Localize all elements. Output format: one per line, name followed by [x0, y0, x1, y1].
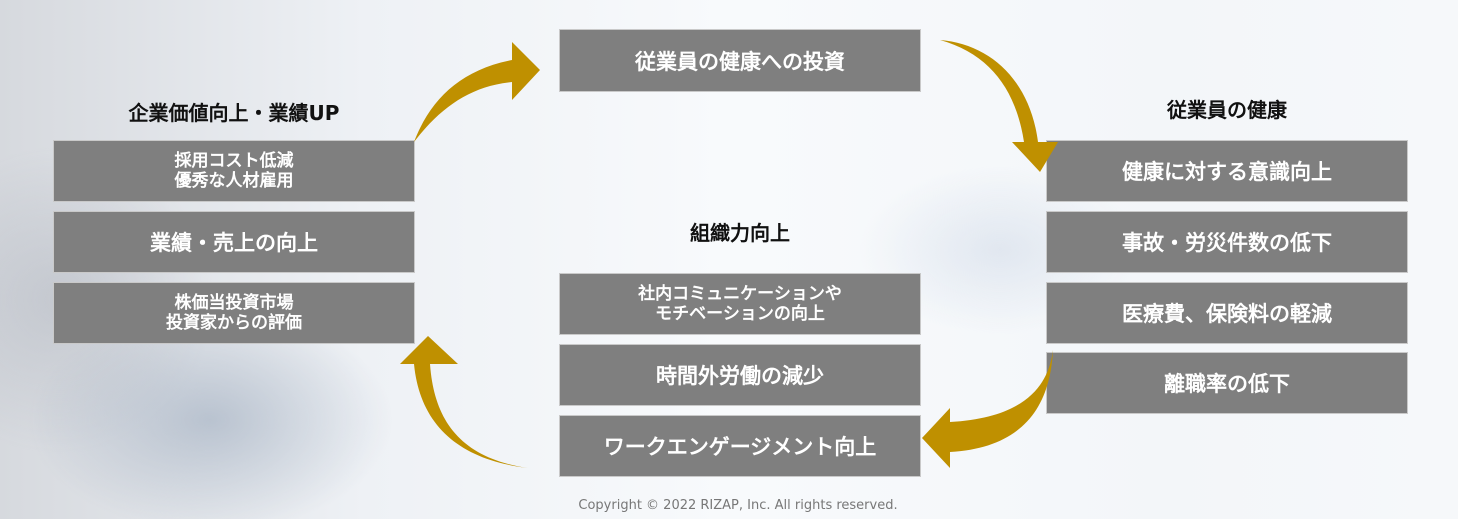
left-group-title: 企業価値向上・業績UP	[128, 101, 340, 125]
box-line: 社内コミュニケーションや	[638, 283, 842, 304]
box-line: ワークエンゲージメント向上	[603, 435, 877, 459]
box-line: 業績・売上の向上	[150, 231, 318, 255]
box-line: 株価当投資市場	[174, 292, 294, 313]
center-box-overtime: 時間外労働の減少	[559, 344, 921, 406]
right-box-medical-costs: 医療費、保険料の軽減	[1046, 282, 1408, 344]
right-box-turnover: 離職率の低下	[1046, 352, 1408, 414]
left-box-investors: 株価当投資市場 投資家からの評価	[53, 282, 415, 344]
right-group-title: 従業員の健康	[1167, 98, 1287, 122]
investment-box-label: 従業員の健康への投資	[635, 49, 845, 74]
curved-arrow-down-right-icon	[940, 40, 1058, 172]
box-line: 優秀な人材雇用	[174, 171, 294, 191]
copyright-text: Copyright © 2022 RIZAP, Inc. All rights …	[578, 498, 898, 513]
center-box-engagement: ワークエンゲージメント向上	[559, 415, 921, 477]
box-line: 事故・労災件数の低下	[1122, 231, 1332, 255]
left-box-performance: 業績・売上の向上	[53, 211, 415, 273]
right-box-awareness: 健康に対する意識向上	[1046, 140, 1408, 202]
box-line: 健康に対する意識向上	[1122, 160, 1332, 184]
box-line: 投資家からの評価	[166, 313, 302, 333]
box-line: 医療費、保険料の軽減	[1122, 302, 1332, 326]
center-group-title: 組織力向上	[690, 221, 790, 245]
left-box-recruitment: 採用コスト低減 優秀な人材雇用	[53, 140, 415, 202]
box-line: モチベーションの向上	[655, 304, 825, 324]
center-box-communication: 社内コミュニケーションや モチベーションの向上	[559, 273, 921, 335]
box-line: 時間外労働の減少	[656, 364, 824, 388]
box-line: 採用コスト低減	[174, 150, 294, 171]
box-line: 離職率の低下	[1164, 372, 1290, 396]
investment-box: 従業員の健康への投資	[559, 29, 921, 92]
right-box-accidents: 事故・労災件数の低下	[1046, 211, 1408, 273]
curved-arrow-down-left-icon	[922, 350, 1053, 468]
curved-arrow-up-left-icon	[400, 336, 528, 468]
curved-arrow-up-right-icon	[414, 42, 540, 142]
